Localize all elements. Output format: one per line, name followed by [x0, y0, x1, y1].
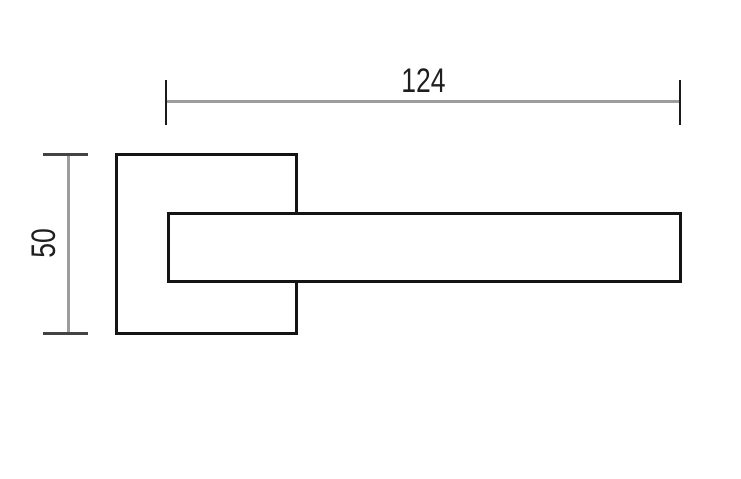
horizontal-dimension-tick-left [165, 80, 167, 125]
horizontal-dimension-line [166, 100, 680, 103]
horizontal-dimension-label: 124 [400, 62, 446, 100]
vertical-dimension-line [67, 154, 70, 335]
vertical-dimension-tick-bottom [43, 332, 88, 335]
horizontal-dimension-tick-right [679, 80, 681, 125]
vertical-dimension-tick-top [43, 153, 88, 156]
vertical-dimension-label: 50 [25, 228, 63, 258]
horizontal-dimension-label-wrap: 124 [166, 64, 680, 98]
lever-handle-outline [167, 212, 682, 283]
